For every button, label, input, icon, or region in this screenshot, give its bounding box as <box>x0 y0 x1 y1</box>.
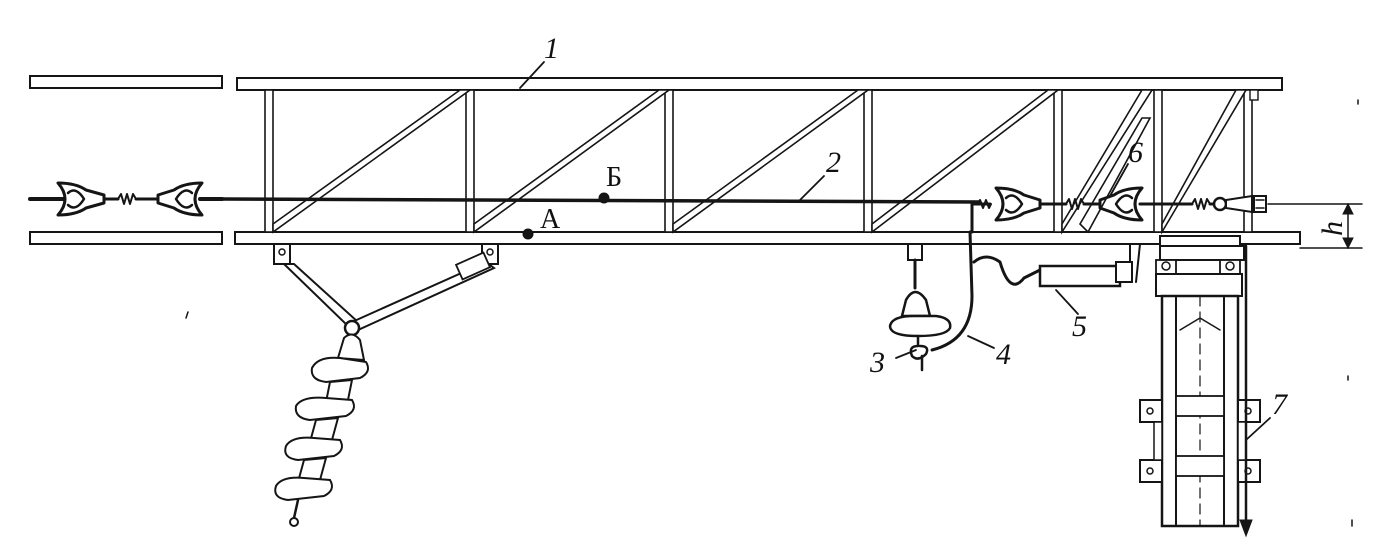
label-point-b: Б <box>606 162 622 193</box>
label-3: 3 <box>869 346 885 379</box>
equipment-box <box>1038 243 1141 288</box>
feeder-cable <box>930 230 1042 352</box>
label-4: 4 <box>996 338 1011 371</box>
scan-specks <box>185 99 1359 527</box>
height-dimension <box>1267 202 1363 250</box>
left-wire-clamp <box>28 181 224 217</box>
truss-diagonals <box>272 89 1248 235</box>
left-chord-stubs <box>29 75 223 245</box>
measure-points <box>522 192 610 240</box>
mast <box>1139 235 1261 538</box>
label-2: 2 <box>826 146 841 179</box>
label-point-a: А <box>540 204 561 235</box>
right-wire-clamp <box>994 186 1267 222</box>
labels: 1 2 3 4 5 6 7 А Б h <box>540 32 1349 421</box>
label-height: h <box>1316 221 1349 236</box>
truss <box>234 77 1301 245</box>
label-5: 5 <box>1072 310 1087 343</box>
label-7: 7 <box>1272 388 1289 421</box>
left-insulator-string <box>273 243 499 527</box>
label-1: 1 <box>544 32 559 65</box>
point-a-marker <box>522 228 534 240</box>
fixator-insulator <box>888 243 952 372</box>
leader-lines <box>519 61 1271 441</box>
point-b-marker <box>598 192 610 204</box>
label-6: 6 <box>1128 136 1143 169</box>
truss-verticals <box>264 89 1253 233</box>
